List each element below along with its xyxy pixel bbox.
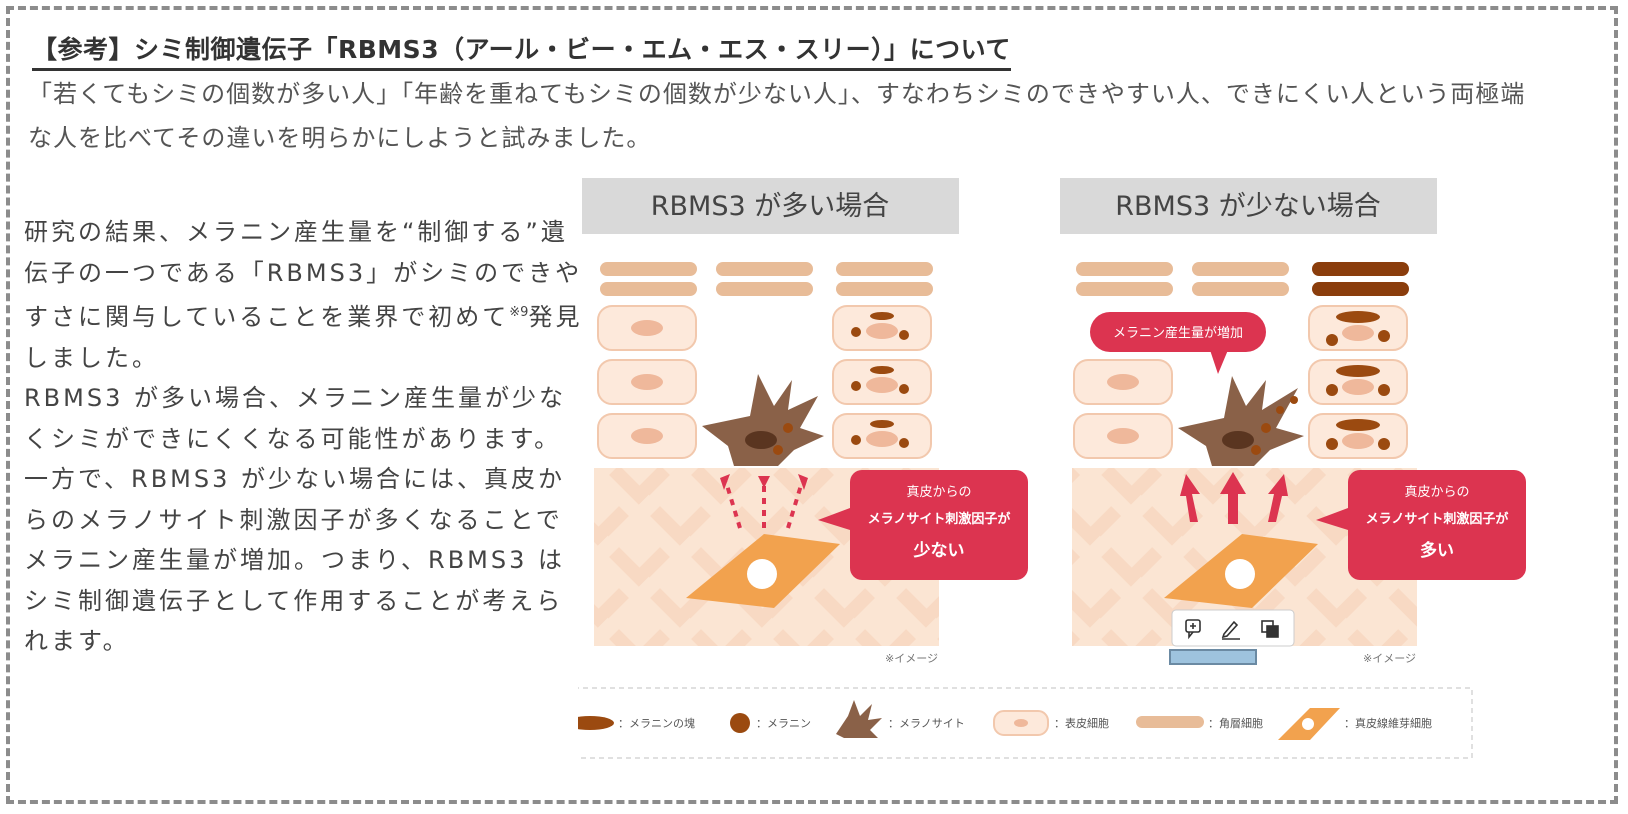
right-melanocyte: [1178, 376, 1304, 466]
body-paragraph-3: 一方で、RBMS3 が少ない場合には、真皮からのメラノサイト刺激因子が多くなるこ…: [24, 459, 584, 662]
left-melanocyte: [702, 374, 824, 466]
body-paragraph-2: RBMS3 が多い場合、メラニン産生量が少なくシミができにくくなる可能性がありま…: [24, 378, 584, 459]
legend-label-6: ：真皮線維芽細胞: [1344, 716, 1432, 730]
legend: ：メラニンの塊 ：メラニン ：メラノサイト ：表皮細胞 ：角層細胞 ：真皮線維芽…: [578, 688, 1472, 758]
section-title: 【参考】シミ制御遺伝子「RBMS3（アール・ビー・エム・エス・スリー）」について: [32, 30, 1011, 71]
legend-label-5: ：角層細胞: [1208, 717, 1263, 730]
right-note: ※イメージ: [1363, 652, 1416, 665]
body-paragraph-1: 研究の結果、メラニン産生量を“制御する”遺伝子の一つである「RBMS3」がシミの…: [24, 212, 584, 378]
right-callout-line1: 真皮からの: [1404, 485, 1469, 500]
right-callout-line2: メラノサイト刺激因子が: [1366, 511, 1509, 527]
left-callout-line1: 真皮からの: [906, 485, 971, 500]
legend-label-1: ：メラニンの塊: [618, 717, 695, 730]
legend-horny-cell-icon: [1136, 716, 1204, 728]
legend-melanin-mass-icon: [578, 716, 614, 730]
left-callout-line2: メラノサイト刺激因子が: [868, 511, 1011, 527]
floating-toolbar[interactable]: [1170, 610, 1294, 664]
intro-paragraph: 「若くてもシミの個数が多い人」「年齢を重ねてもシミの個数が少ない人」、すなわちシ…: [28, 72, 1548, 160]
legend-label-3: ：メラノサイト: [888, 717, 965, 730]
left-note: ※イメージ: [885, 652, 938, 665]
left-callout-value: 少ない: [913, 541, 965, 561]
legend-label-4: ：表皮細胞: [1054, 716, 1109, 730]
right-header-text: RBMS3 が少ない場合: [1115, 191, 1380, 222]
body-text: 研究の結果、メラニン産生量を“制御する”遺伝子の一つである「RBMS3」がシミの…: [24, 212, 584, 662]
bubble-text: メラニン産生量が増加: [1113, 325, 1243, 341]
legend-fibroblast-icon: [1278, 708, 1340, 740]
left-header-text: RBMS3 が多い場合: [651, 191, 889, 222]
right-callout-value: 多い: [1420, 540, 1454, 561]
legend-melanin-icon: [730, 713, 750, 733]
footnote-mark: ※9: [509, 305, 528, 320]
selection-box[interactable]: [1170, 650, 1256, 664]
left-horny-layer: [600, 262, 933, 296]
legend-label-2: ：メラニン: [756, 717, 811, 730]
right-panel: RBMS3 が少ない場合 メラニン産生量が増加: [1060, 178, 1526, 665]
left-panel: RBMS3 が多い場合: [582, 178, 1028, 665]
legend-melanocyte-icon: [836, 700, 882, 738]
legend-epidermal-cell-icon: [994, 711, 1048, 735]
rbms3-figure: RBMS3 が多い場合: [578, 178, 1588, 798]
right-horny-layer: [1076, 262, 1409, 296]
body-p1-a: 研究の結果、メラニン産生量を“制御する”遺伝子の一つである「RBMS3」がシミの…: [24, 218, 582, 331]
